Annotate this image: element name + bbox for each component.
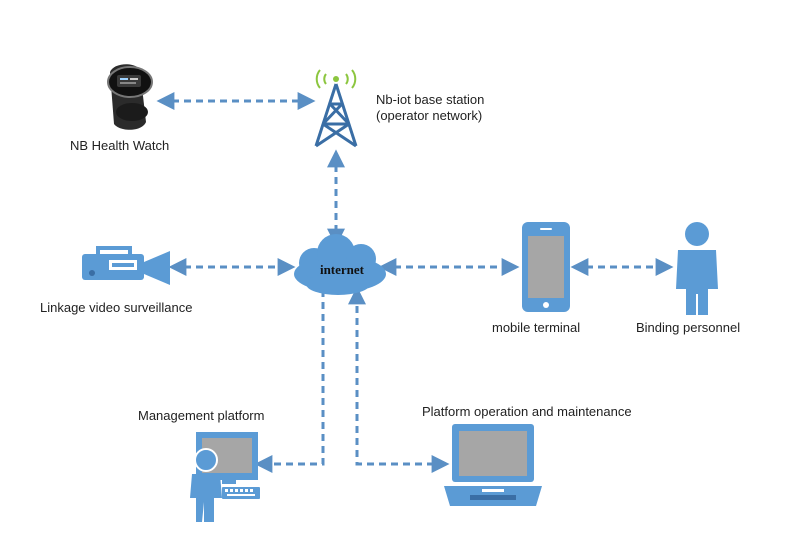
ops-label: Platform operation and maintenance (422, 404, 632, 419)
connector-ops-internet (348, 286, 450, 473)
watch-label: NB Health Watch (70, 138, 170, 153)
management-label: Management platform (138, 408, 265, 423)
smartwatch-icon (107, 64, 153, 130)
mobile-label: mobile terminal (492, 320, 581, 335)
base-station-label-line2: (operator network) (376, 108, 483, 123)
connector-internet-management (254, 290, 325, 473)
cell-tower-icon (314, 69, 358, 148)
internet-label: internet (320, 262, 365, 277)
computer-user-icon (190, 432, 260, 522)
person-label: Binding personnel (636, 320, 741, 335)
laptop-icon (444, 424, 542, 506)
video-camera-icon (82, 246, 170, 285)
mobile-phone-icon (522, 222, 570, 312)
base-station-label-line1: Nb-iot base station (376, 92, 485, 107)
cloud-icon (294, 234, 386, 295)
person-icon (676, 222, 718, 315)
video-label: Linkage video surveillance (40, 300, 193, 315)
